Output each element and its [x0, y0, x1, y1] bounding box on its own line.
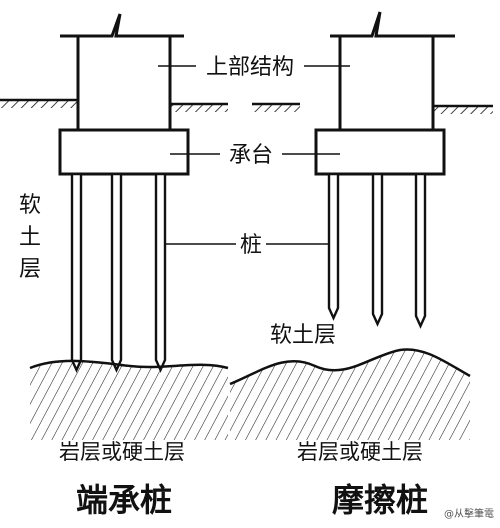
- superstructure-label: 上部结构: [206, 55, 294, 80]
- superstructure-column-left: [60, 13, 184, 130]
- ground-surface-left: [0, 98, 228, 112]
- soft-soil-label-right: 软土层: [270, 323, 336, 348]
- end-bearing-pile-title: 端承桩: [76, 481, 172, 519]
- pile-label: 桩: [240, 233, 262, 258]
- rock-layer-right: [229, 348, 471, 440]
- end-bearing-pile-group: [0, 13, 229, 440]
- friction-pile-title: 摩擦桩: [332, 481, 428, 519]
- superstructure-column-right: [330, 11, 455, 130]
- piles-right: [327, 172, 427, 329]
- ground-surface-right: [252, 102, 493, 114]
- piles-left: [70, 172, 167, 373]
- pile-cap-label: 承台: [229, 143, 273, 168]
- svg-text:层: 层: [19, 257, 41, 282]
- watermark: @从擊筆電: [444, 507, 494, 520]
- svg-text:软: 软: [19, 193, 41, 218]
- svg-text:土: 土: [19, 225, 41, 250]
- rock-label-left: 岩层或硬土层: [59, 440, 185, 464]
- rock-label-right: 岩层或硬土层: [297, 440, 423, 464]
- rock-layer-left: [29, 359, 229, 440]
- pile-cap-right: [314, 128, 446, 176]
- pile-cap-left: [58, 128, 190, 176]
- soft-soil-vertical-label: 软 土 层: [19, 193, 41, 282]
